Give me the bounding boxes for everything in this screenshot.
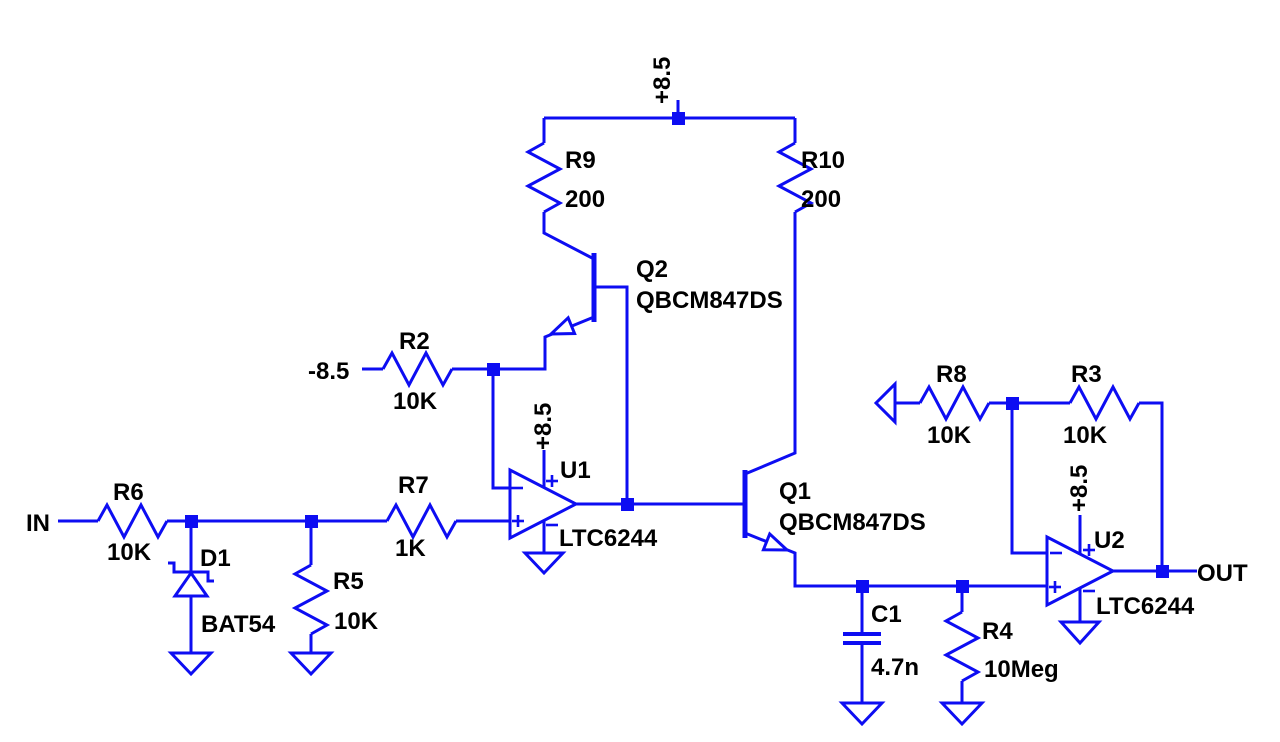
ground-icon[interactable] xyxy=(167,651,215,677)
resistor-R10[interactable]: R10 200 xyxy=(775,141,845,214)
resistor-body[interactable] xyxy=(385,501,458,541)
wire[interactable] xyxy=(542,212,595,261)
resistor-R7[interactable]: R7 1K xyxy=(385,472,458,562)
wire[interactable] xyxy=(594,285,629,504)
R2-ref-label: R2 xyxy=(399,328,430,355)
junction-dot xyxy=(856,580,869,593)
wire[interactable] xyxy=(493,315,595,371)
R4-value-label: 10Meg xyxy=(984,656,1059,683)
resistor-body[interactable] xyxy=(942,610,982,683)
npn-transistor-Q1[interactable]: Q1 QBCM847DS xyxy=(742,470,926,558)
R7-value-label: 1K xyxy=(395,535,426,562)
opamp-triangle xyxy=(508,467,580,541)
resistor-R3[interactable]: R3 10K xyxy=(1063,361,1141,449)
Q1-ref-label: Q1 xyxy=(779,478,811,505)
npn-transistor-Q2[interactable]: Q2 QBCM847DS xyxy=(547,253,783,342)
ground-icon[interactable] xyxy=(838,701,886,727)
Q2-value-label: QBCM847DS xyxy=(636,287,783,314)
resistor-body[interactable] xyxy=(918,383,991,423)
R9-value-label: 200 xyxy=(565,186,605,213)
resistor-R2[interactable]: R2 10K xyxy=(381,328,454,415)
U2-ref-label: U2 xyxy=(1094,527,1125,554)
resistor-R8[interactable]: R8 10K xyxy=(918,361,991,449)
Q2-ref-label: Q2 xyxy=(636,256,668,283)
resistor-R4[interactable]: R4 10Meg xyxy=(942,610,1059,683)
resistor-R5[interactable]: R5 10K xyxy=(291,563,379,636)
ground-icon[interactable] xyxy=(938,701,986,727)
R10-ref-label: R10 xyxy=(801,147,845,174)
wires xyxy=(58,100,1197,703)
junction-dot xyxy=(621,498,634,511)
U1-value-label: LTC6244 xyxy=(559,525,658,552)
wire[interactable] xyxy=(744,212,797,476)
resistor-body[interactable] xyxy=(96,501,169,541)
emitter-arrow-icon xyxy=(761,531,791,552)
junctions xyxy=(185,112,1169,593)
wire[interactable] xyxy=(491,369,510,490)
junction-dot xyxy=(1156,565,1169,578)
junction-dot xyxy=(672,112,685,125)
u2-vplus-label: +8.5 xyxy=(1066,465,1093,512)
resistor-body[interactable] xyxy=(524,141,564,214)
emitter-arrow-icon xyxy=(547,315,577,336)
ground-icon[interactable] xyxy=(521,551,567,576)
opamp-U2[interactable]: U2 LTC6244 xyxy=(1045,527,1195,620)
R4-ref-label: R4 xyxy=(982,618,1013,645)
ground-icon-left[interactable] xyxy=(873,380,897,426)
U2-value-label: LTC6244 xyxy=(1096,593,1195,620)
out-port-label: OUT xyxy=(1197,560,1248,587)
wire[interactable] xyxy=(744,531,1047,588)
resistor-R9[interactable]: R9 200 xyxy=(524,141,605,214)
junction-dot xyxy=(956,580,969,593)
in-port-label: IN xyxy=(26,510,50,537)
R9-ref-label: R9 xyxy=(565,147,596,174)
junction-dot xyxy=(305,515,318,528)
junction-dot xyxy=(1006,397,1019,410)
resistor-body[interactable] xyxy=(775,141,815,214)
u1-vplus-label: +8.5 xyxy=(530,403,557,450)
junction-dot xyxy=(185,515,198,528)
resistor-R6[interactable]: R6 10K xyxy=(96,479,169,566)
R6-ref-label: R6 xyxy=(113,479,144,506)
C1-ref-label: C1 xyxy=(871,601,902,628)
resistor-body[interactable] xyxy=(1068,383,1141,423)
diode-D1[interactable]: D1 BAT54 xyxy=(168,545,276,638)
R10-value-label: 200 xyxy=(801,186,841,213)
diode-triangle xyxy=(172,570,210,598)
R3-ref-label: R3 xyxy=(1071,361,1102,388)
R8-ref-label: R8 xyxy=(936,361,967,388)
wire[interactable] xyxy=(1139,401,1164,571)
capacitor-C1[interactable]: C1 4.7n xyxy=(843,601,919,681)
R3-value-label: 10K xyxy=(1063,422,1108,449)
neg-rail-label: -8.5 xyxy=(308,358,349,385)
wire[interactable] xyxy=(1010,403,1047,555)
Q1-value-label: QBCM847DS xyxy=(779,509,926,536)
U1-ref-label: U1 xyxy=(560,457,591,484)
ground-icon[interactable] xyxy=(1057,620,1103,646)
R2-value-label: 10K xyxy=(393,388,438,415)
opamp-U1[interactable]: U1 LTC6244 xyxy=(508,457,658,552)
resistor-body[interactable] xyxy=(381,349,454,389)
resistor-body[interactable] xyxy=(291,563,331,636)
ground-icon[interactable] xyxy=(287,651,335,677)
ground-symbols xyxy=(167,380,1103,727)
opamp-triangle xyxy=(1045,534,1117,608)
C1-value-label: 4.7n xyxy=(871,654,919,681)
pos-rail-label: +8.5 xyxy=(649,57,676,104)
R5-value-label: 10K xyxy=(334,608,379,635)
D1-value-label: BAT54 xyxy=(201,611,276,638)
R8-value-label: 10K xyxy=(927,422,972,449)
R6-value-label: 10K xyxy=(107,539,152,566)
R7-ref-label: R7 xyxy=(398,472,429,499)
junction-dot xyxy=(487,363,500,376)
R5-ref-label: R5 xyxy=(333,568,364,595)
D1-ref-label: D1 xyxy=(200,545,231,572)
